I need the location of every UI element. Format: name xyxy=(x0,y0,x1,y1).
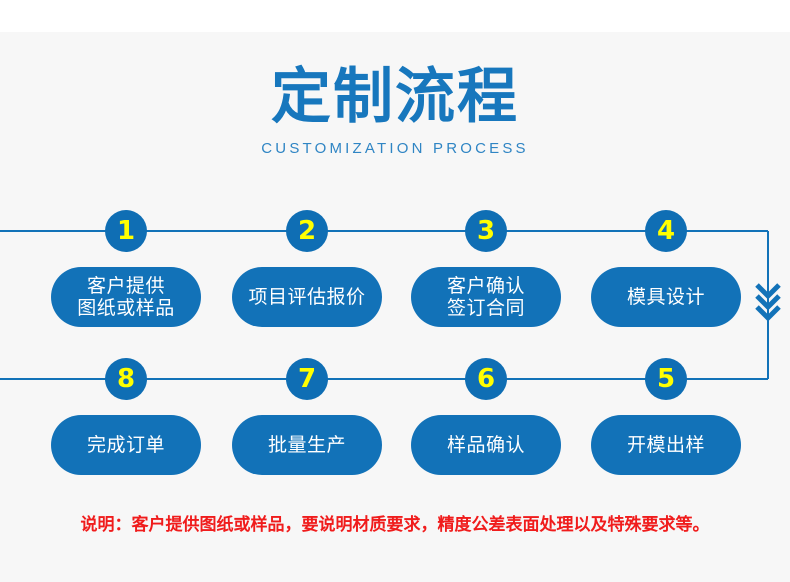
step-number-badge: 7 xyxy=(286,358,328,400)
step-label-pill[interactable]: 开模出样 xyxy=(591,415,741,475)
page-title: 定制流程 xyxy=(271,62,519,132)
step-label: 模具设计 xyxy=(626,286,705,308)
step-label: 批量生产 xyxy=(267,434,346,456)
step-number-badge: 6 xyxy=(465,358,507,400)
step-label-pill[interactable]: 模具设计 xyxy=(591,267,741,327)
step-label-pill[interactable]: 客户提供 图纸或样品 xyxy=(51,267,201,327)
step-label-pill[interactable]: 批量生产 xyxy=(232,415,382,475)
step-label: 客户提供 图纸或样品 xyxy=(77,275,175,319)
step-label-pill[interactable]: 项目评估报价 xyxy=(232,267,382,327)
step-label: 样品确认 xyxy=(446,434,525,456)
step-number-badge: 2 xyxy=(286,210,328,252)
step-number-badge: 3 xyxy=(465,210,507,252)
step-label-pill[interactable]: 完成订单 xyxy=(51,415,201,475)
page-subtitle: CUSTOMIZATION PROCESS xyxy=(261,140,529,157)
chevron-down-triple-icon xyxy=(755,283,781,322)
title-block: 定制流程 CUSTOMIZATION PROCESS xyxy=(0,62,790,158)
step-number-badge: 1 xyxy=(105,210,147,252)
step-number-badge: 4 xyxy=(645,210,687,252)
step-label: 项目评估报价 xyxy=(248,286,366,308)
step-label-pill[interactable]: 客户确认 签订合同 xyxy=(411,267,561,327)
step-number-badge: 8 xyxy=(105,358,147,400)
step-label: 完成订单 xyxy=(86,434,165,456)
step-number-badge: 5 xyxy=(645,358,687,400)
footer-note: 说明：客户提供图纸或样品，要说明材质要求，精度公差表面处理以及特殊要求等。 xyxy=(80,515,710,535)
step-label: 客户确认 签订合同 xyxy=(446,275,525,319)
step-label-pill[interactable]: 样品确认 xyxy=(411,415,561,475)
step-label: 开模出样 xyxy=(626,434,705,456)
